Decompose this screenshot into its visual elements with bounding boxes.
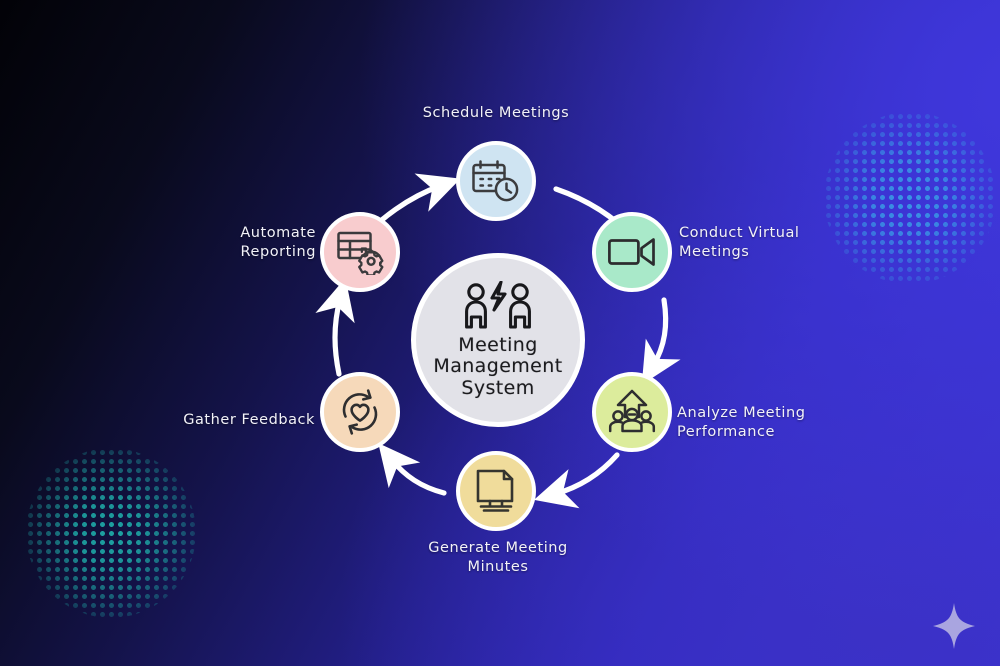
label-conduct-virtual-meetings: Conduct Virtual Meetings bbox=[679, 225, 800, 261]
halftone-dots-bottom-left bbox=[26, 448, 196, 618]
node-conduct-virtual-meetings[interactable] bbox=[587, 207, 677, 297]
label-generate-meeting-minutes: Generate Meeting Minutes bbox=[428, 540, 568, 576]
center-hub[interactable]: Meeting Management System bbox=[405, 247, 591, 433]
people-growth-arrow-icon bbox=[608, 389, 656, 433]
label-schedule-meetings: Schedule Meetings bbox=[422, 105, 570, 121]
node-schedule-meetings[interactable] bbox=[451, 136, 541, 226]
node-analyze-meeting-performance[interactable] bbox=[587, 367, 677, 457]
arrow-generate-to-feedback bbox=[378, 443, 447, 496]
calendar-clock-icon bbox=[472, 160, 519, 202]
arrow-feedback-to-automate bbox=[315, 277, 355, 377]
label-automate-reporting: Automate Reporting bbox=[240, 225, 316, 261]
video-camera-icon bbox=[608, 238, 655, 266]
two-people-lightning-icon bbox=[465, 280, 531, 329]
center-hub-title: Meeting Management System bbox=[433, 333, 563, 399]
four-point-star-icon bbox=[933, 603, 975, 649]
node-generate-meeting-minutes[interactable] bbox=[451, 446, 541, 536]
arrow-conduct-to-analyze bbox=[641, 297, 681, 385]
arrow-analyze-to-generate bbox=[533, 452, 620, 509]
label-analyze-meeting-performance: Analyze Meeting Performance bbox=[677, 405, 806, 441]
recycle-heart-icon bbox=[342, 389, 378, 435]
halftone-dots-top-right bbox=[824, 112, 996, 284]
node-gather-feedback[interactable] bbox=[315, 367, 405, 457]
label-gather-feedback: Gather Feedback bbox=[183, 412, 315, 428]
table-gear-icon bbox=[337, 231, 384, 275]
node-automate-reporting[interactable] bbox=[315, 207, 405, 297]
document-monitor-icon bbox=[476, 469, 514, 512]
